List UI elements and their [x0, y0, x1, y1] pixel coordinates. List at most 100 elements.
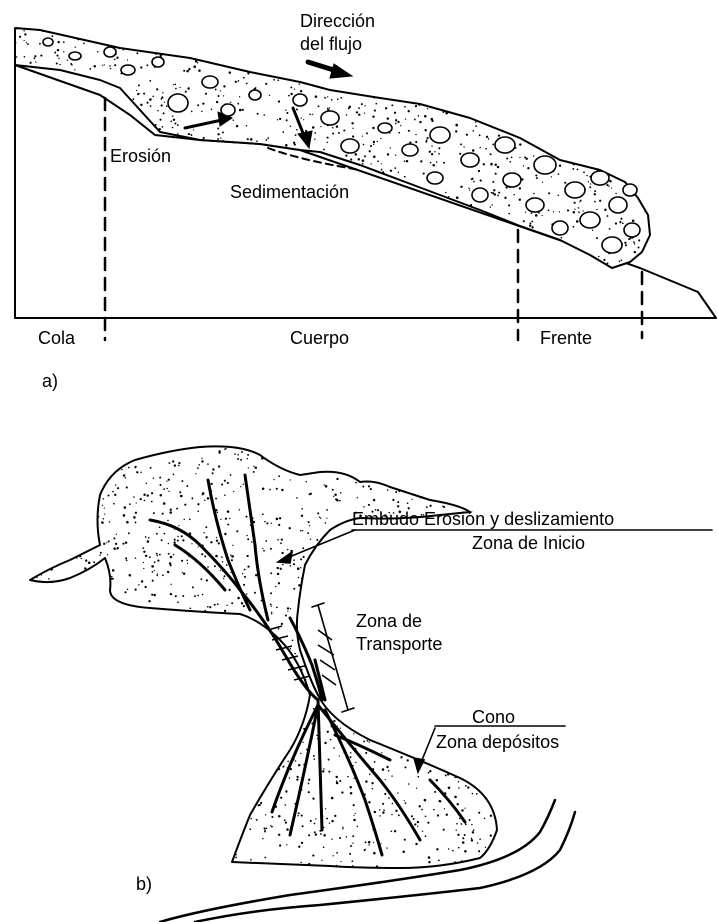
texture-dot: [362, 159, 365, 162]
texture-dot: [136, 90, 137, 91]
texture-dot: [619, 221, 621, 223]
texture-dot: [586, 175, 587, 176]
texture-dot: [379, 809, 381, 811]
texture-dot: [433, 809, 435, 811]
texture-dot: [221, 556, 223, 558]
texture-dot: [129, 574, 131, 576]
texture-dot: [281, 489, 283, 491]
texture-dot: [227, 524, 229, 526]
texture-dot: [388, 797, 390, 799]
texture-dot: [117, 487, 119, 489]
texture-dot: [417, 826, 418, 827]
texture-dot: [369, 150, 371, 152]
texture-dot: [298, 584, 300, 586]
texture-dot: [506, 157, 508, 159]
texture-dot: [352, 843, 353, 844]
texture-dot: [374, 761, 376, 763]
texture-dot: [40, 55, 42, 57]
texture-dot: [149, 556, 151, 558]
flow-direction-arrowhead: [330, 64, 352, 78]
texture-dot: [324, 97, 326, 99]
texture-dot: [397, 792, 398, 793]
texture-dot: [497, 166, 500, 169]
texture-dot: [15, 27, 17, 29]
texture-dot: [151, 492, 153, 494]
texture-dot: [200, 578, 202, 580]
texture-dot: [312, 114, 313, 115]
texture-dot: [436, 848, 438, 850]
texture-dot: [24, 56, 26, 58]
texture-dot: [151, 565, 154, 568]
texture-dot: [592, 230, 593, 231]
texture-dot: [452, 850, 454, 852]
texture-dot: [312, 797, 314, 799]
texture-dot: [170, 509, 172, 511]
texture-dot: [373, 842, 374, 843]
texture-dot: [365, 752, 367, 754]
texture-dot: [237, 458, 239, 460]
texture-dot: [102, 505, 103, 506]
texture-dot: [254, 592, 256, 594]
texture-dot: [220, 90, 221, 91]
texture-dot: [625, 244, 627, 246]
texture-dot: [152, 580, 154, 582]
texture-dot: [559, 211, 560, 212]
texture-dot: [26, 42, 27, 43]
texture-dot: [143, 551, 145, 553]
hatch: [322, 675, 336, 685]
texture-dot: [424, 129, 426, 131]
texture-dot: [350, 158, 352, 160]
rock: [552, 221, 568, 235]
texture-dot: [296, 778, 298, 780]
texture-dot: [342, 827, 343, 828]
texture-dot: [368, 741, 369, 742]
texture-dot: [281, 539, 283, 541]
rock: [402, 144, 418, 156]
texture-dot: [151, 594, 153, 596]
texture-dot: [447, 773, 449, 775]
texture-dot: [277, 539, 279, 541]
texture-dot: [348, 107, 350, 109]
texture-dot: [634, 243, 636, 245]
texture-dot: [188, 68, 190, 70]
texture-dot: [622, 222, 624, 224]
texture-dot: [457, 803, 459, 805]
texture-dot: [336, 865, 338, 867]
texture-dot: [480, 179, 482, 181]
texture-dot: [63, 51, 64, 52]
texture-dot: [458, 781, 459, 782]
texture-dot: [278, 628, 280, 630]
texture-dot: [239, 96, 240, 97]
texture-dot: [265, 139, 267, 141]
texture-dot: [174, 123, 176, 125]
texture-dot: [135, 557, 137, 559]
texture-dot: [248, 467, 249, 468]
texture-dot: [316, 735, 318, 737]
texture-dot: [300, 90, 302, 92]
texture-dot: [202, 102, 204, 104]
texture-dot: [473, 829, 475, 831]
texture-dot: [558, 173, 560, 175]
texture-dot: [357, 497, 358, 498]
texture-dot: [476, 793, 478, 795]
texture-dot: [136, 471, 138, 473]
texture-dot: [192, 586, 194, 588]
texture-dot: [270, 825, 271, 826]
texture-dot: [561, 237, 563, 239]
texture-dot: [189, 607, 191, 609]
texture-dot: [386, 766, 388, 768]
texture-dot: [331, 797, 334, 800]
texture-dot: [205, 536, 207, 538]
texture-dot: [394, 167, 396, 169]
texture-dot: [615, 193, 616, 194]
texture-dot: [308, 791, 310, 793]
texture-dot: [301, 515, 303, 517]
texture-dot: [356, 111, 358, 113]
texture-dot: [368, 841, 371, 844]
texture-dot: [115, 484, 116, 485]
texture-dot: [136, 502, 137, 503]
texture-dot: [264, 827, 266, 829]
texture-dot: [479, 147, 480, 148]
rock: [609, 197, 627, 213]
texture-dot: [147, 540, 150, 543]
